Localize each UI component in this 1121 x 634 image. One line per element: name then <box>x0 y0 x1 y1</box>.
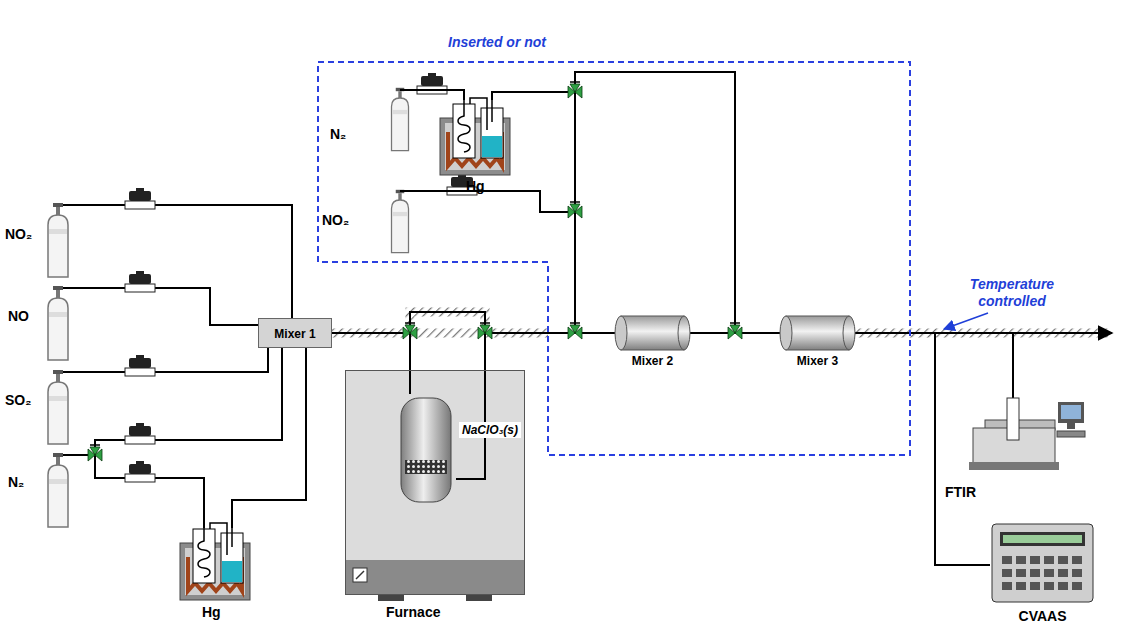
pipe-connector <box>332 333 410 394</box>
node-label: NaClO₃(s) <box>459 422 521 438</box>
part-label: NO₂ <box>322 212 349 228</box>
callout-arrow <box>944 313 988 329</box>
node-label: Mixer 3 <box>797 354 838 368</box>
cvaas-analyzer: CVAAS <box>990 520 1095 606</box>
furnace-body <box>345 370 525 601</box>
node-label: Furnace <box>386 604 440 620</box>
bypass-plumbing <box>400 72 735 333</box>
mixer-cylinder: Mixer 3 <box>780 316 855 350</box>
mixer-box: Mixer 1 <box>258 318 332 348</box>
node-label: Mixer 2 <box>632 354 673 368</box>
part-label: SO₂ <box>5 392 31 408</box>
part-label: NO <box>8 308 29 324</box>
cvaas-drawing <box>990 520 1095 606</box>
furnace-box: NaClO₃(s)Furnace <box>345 370 525 595</box>
node-label: FTIR <box>945 484 976 500</box>
node-label: Mixer 1 <box>274 327 315 341</box>
part-label: N₂ <box>330 126 346 142</box>
callout-label: Temperature controlled <box>958 276 1066 310</box>
pipe-connector <box>456 333 615 479</box>
mixer-drawing <box>615 316 690 350</box>
node-label: CVAAS <box>1019 608 1067 624</box>
part-label: Hg <box>202 604 221 620</box>
gas-cylinder <box>48 88 409 527</box>
ftir-analyzer: FTIR <box>965 398 1085 476</box>
optional-section: Mixer 2Mixer 3Inserted or not <box>318 62 910 455</box>
exhaust-arrow <box>1013 332 1112 334</box>
part-label: NO₂ <box>5 226 32 242</box>
part-label: N₂ <box>8 474 24 490</box>
gas-supply <box>58 205 306 528</box>
mixer-cylinder: Mixer 2 <box>615 316 690 350</box>
reactor-vessel: NaClO₃(s) <box>396 394 456 506</box>
ftir-drawing <box>965 398 1085 476</box>
pipe-connector <box>855 333 990 565</box>
part-label: Hg <box>466 178 485 194</box>
heated-line <box>332 312 1108 333</box>
reactor-drawing <box>396 394 456 506</box>
node-label: Inserted or not <box>448 34 546 50</box>
mixer-drawing <box>780 316 855 350</box>
dashed-outline <box>318 62 910 455</box>
